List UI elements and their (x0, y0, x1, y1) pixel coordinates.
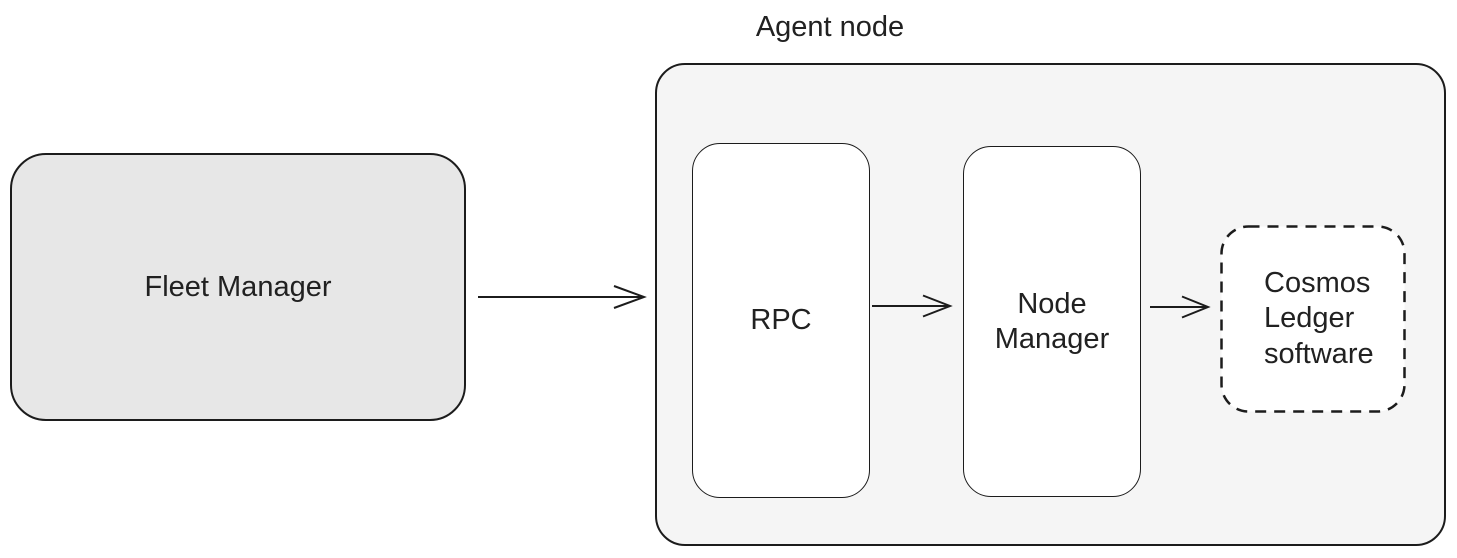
arrow-fleet-manager-to-agent-node (478, 285, 647, 309)
agent-node-title: Agent node (755, 11, 905, 43)
node-manager-node: Node Manager (963, 146, 1141, 497)
cosmos-ledger-label: Cosmos Ledger software (1264, 266, 1374, 370)
rpc-node: RPC (692, 143, 870, 498)
fleet-manager-label: Fleet Manager (144, 270, 332, 303)
node-manager-label: Node Manager (994, 287, 1110, 355)
fleet-manager-node: Fleet Manager (10, 153, 466, 421)
dashed-border-shape (1220, 225, 1406, 413)
rpc-label: RPC (750, 304, 812, 337)
cosmos-ledger-node: Cosmos Ledger software (1220, 225, 1406, 413)
